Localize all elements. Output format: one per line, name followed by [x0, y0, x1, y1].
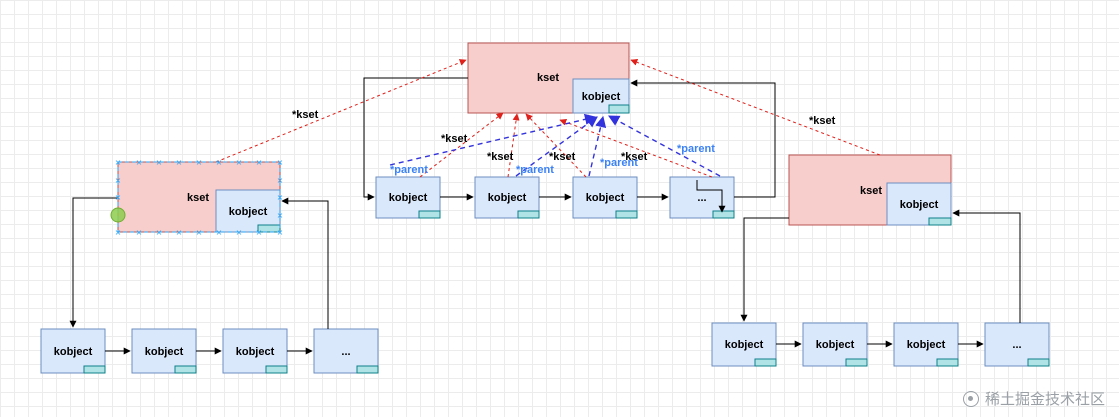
edge-mid-ellipsis-inner [696, 180, 726, 213]
kset-right-embedded-kobject[interactable]: kobject [886, 182, 952, 226]
sel-handle[interactable]: × [216, 158, 223, 167]
kobject-left-2-label: kobject [145, 346, 184, 358]
kset-left-label: kset [187, 192, 209, 204]
kset-ptr-mid-3-to-top [525, 113, 587, 178]
kobject-right-1-label: kobject [725, 339, 764, 351]
kobject-mid-ellipsis[interactable]: ... [669, 176, 735, 219]
edge-right-ellipsis-to-kset-right [952, 209, 1021, 323]
selection-outline: × × × × × × × × × × × × × × × × × × × × … [110, 158, 284, 237]
kobject-mid-2-label: kobject [488, 192, 527, 204]
kobject-left-1[interactable]: kobject [40, 328, 106, 374]
kobject-mid-1[interactable]: kobject [375, 176, 441, 219]
parent-pointer-edges [389, 113, 721, 177]
sel-handle[interactable]: × [115, 193, 122, 202]
watermark-text: 稀土掘金技术社区 [984, 390, 1105, 408]
parent-ptr-mid-ellipsis [608, 115, 721, 177]
kset-ptr-right-to-top [630, 58, 881, 156]
sel-handle[interactable]: × [277, 158, 284, 167]
edge-kset-left-to-left-1 [69, 197, 118, 328]
kobject-mid-1-label: kobject [389, 192, 428, 204]
kobject-right-3[interactable]: kobject [893, 322, 959, 367]
kobject-right-3-label: kobject [907, 339, 946, 351]
list-edges [69, 77, 1021, 355]
kset-ptr-mid-1-to-top [419, 112, 504, 178]
sel-handle[interactable]: × [115, 228, 122, 237]
kobject-right-ellipsis[interactable]: ... [984, 322, 1050, 367]
edge-kset-right-to-right-1 [740, 217, 789, 322]
kset-left-embedded-kobject-label: kobject [229, 206, 268, 218]
kobject-mid-ellipsis-label: ... [697, 192, 706, 204]
parent-ptr-label-mid-3: *parent [600, 157, 638, 169]
kobject-left-ellipsis[interactable]: ... [313, 328, 379, 374]
kobject-right-ellipsis-label: ... [1012, 339, 1021, 351]
parent-ptr-label-mid-2: *parent [516, 164, 554, 176]
kobject-right-2-label: kobject [816, 339, 855, 351]
kset-ptr-mid-2-to-top [507, 113, 520, 178]
kset-ptr-label-right: *kset [809, 115, 836, 127]
kset-ptr-label-left: *kset [292, 109, 319, 121]
edge-kset-top-to-mid-1 [363, 77, 468, 201]
parent-ptr-label-mid-1: *parent [390, 164, 428, 176]
sel-handle[interactable]: × [156, 228, 163, 237]
edge-left-ellipsis-to-kset-left [281, 197, 329, 329]
kobject-mid-3-label: kobject [586, 192, 625, 204]
kset-right[interactable]: kset kobject [788, 154, 952, 226]
kset-top[interactable]: kset kobject [467, 42, 630, 114]
kobject-right-2[interactable]: kobject [802, 322, 868, 367]
edge-mid-ellipsis-to-kset-top [630, 79, 776, 198]
sel-handle[interactable]: × [136, 158, 143, 167]
kobject-left-ellipsis-label: ... [341, 346, 350, 358]
parent-ptr-mid-3 [588, 115, 607, 177]
kset-ptr-label-mid-2: *kset [487, 151, 514, 163]
parent-ptr-mid-2 [515, 116, 598, 177]
sel-handle[interactable]: × [236, 228, 243, 237]
sel-handle[interactable]: × [176, 228, 183, 237]
kset-ptr-label-mid-ellipsis: *kset [621, 151, 648, 163]
kset-top-embedded-kobject-label: kobject [582, 91, 621, 103]
kobject-left-3-label: kobject [236, 346, 275, 358]
sel-handle[interactable]: × [216, 228, 223, 237]
sel-handle[interactable]: × [115, 176, 122, 185]
kobject-right-1[interactable]: kobject [711, 322, 777, 367]
kset-left[interactable]: kset kobject [117, 161, 281, 233]
kset-ptr-left-to-top [215, 59, 467, 163]
watermark: 稀土掘金技术社区 [962, 388, 1105, 409]
edge-labels: *kset *kset *kset *kset *kset *kset *par… [292, 109, 836, 176]
sel-handle[interactable]: × [136, 228, 143, 237]
parent-ptr-mid-1 [389, 113, 597, 166]
sel-handle[interactable]: × [256, 158, 263, 167]
kobject-mid-2[interactable]: kobject [474, 176, 540, 219]
sel-handle[interactable]: × [196, 228, 203, 237]
connection-handle[interactable] [110, 207, 126, 223]
sel-handle[interactable]: × [196, 158, 203, 167]
sel-handle[interactable]: × [277, 211, 284, 220]
kset-top-label: kset [537, 72, 559, 84]
kset-left-embedded-kobject[interactable]: kobject [215, 189, 281, 233]
kobject-left-1-label: kobject [54, 346, 93, 358]
sel-handle[interactable]: × [277, 193, 284, 202]
juejin-logo-icon [962, 390, 979, 407]
sel-handle[interactable]: × [176, 158, 183, 167]
sel-handle[interactable]: × [277, 176, 284, 185]
sel-handle[interactable]: × [256, 228, 263, 237]
kset-ptr-label-mid-3: *kset [549, 151, 576, 163]
kobject-left-2[interactable]: kobject [131, 328, 197, 374]
sel-handle[interactable]: × [115, 158, 122, 167]
kset-right-label: kset [860, 185, 882, 197]
kset-ptr-label-mid-1: *kset [441, 133, 468, 145]
sel-handle[interactable]: × [277, 228, 284, 237]
sel-handle[interactable]: × [236, 158, 243, 167]
kset-top-embedded-kobject[interactable]: kobject [572, 78, 630, 114]
kobject-left-3[interactable]: kobject [222, 328, 288, 374]
parent-ptr-label-mid-ellipsis: *parent [677, 143, 715, 155]
kobject-mid-3[interactable]: kobject [572, 176, 638, 219]
sel-handle[interactable]: × [156, 158, 163, 167]
kset-pointer-edges [215, 58, 881, 178]
kset-right-embedded-kobject-label: kobject [900, 199, 939, 211]
